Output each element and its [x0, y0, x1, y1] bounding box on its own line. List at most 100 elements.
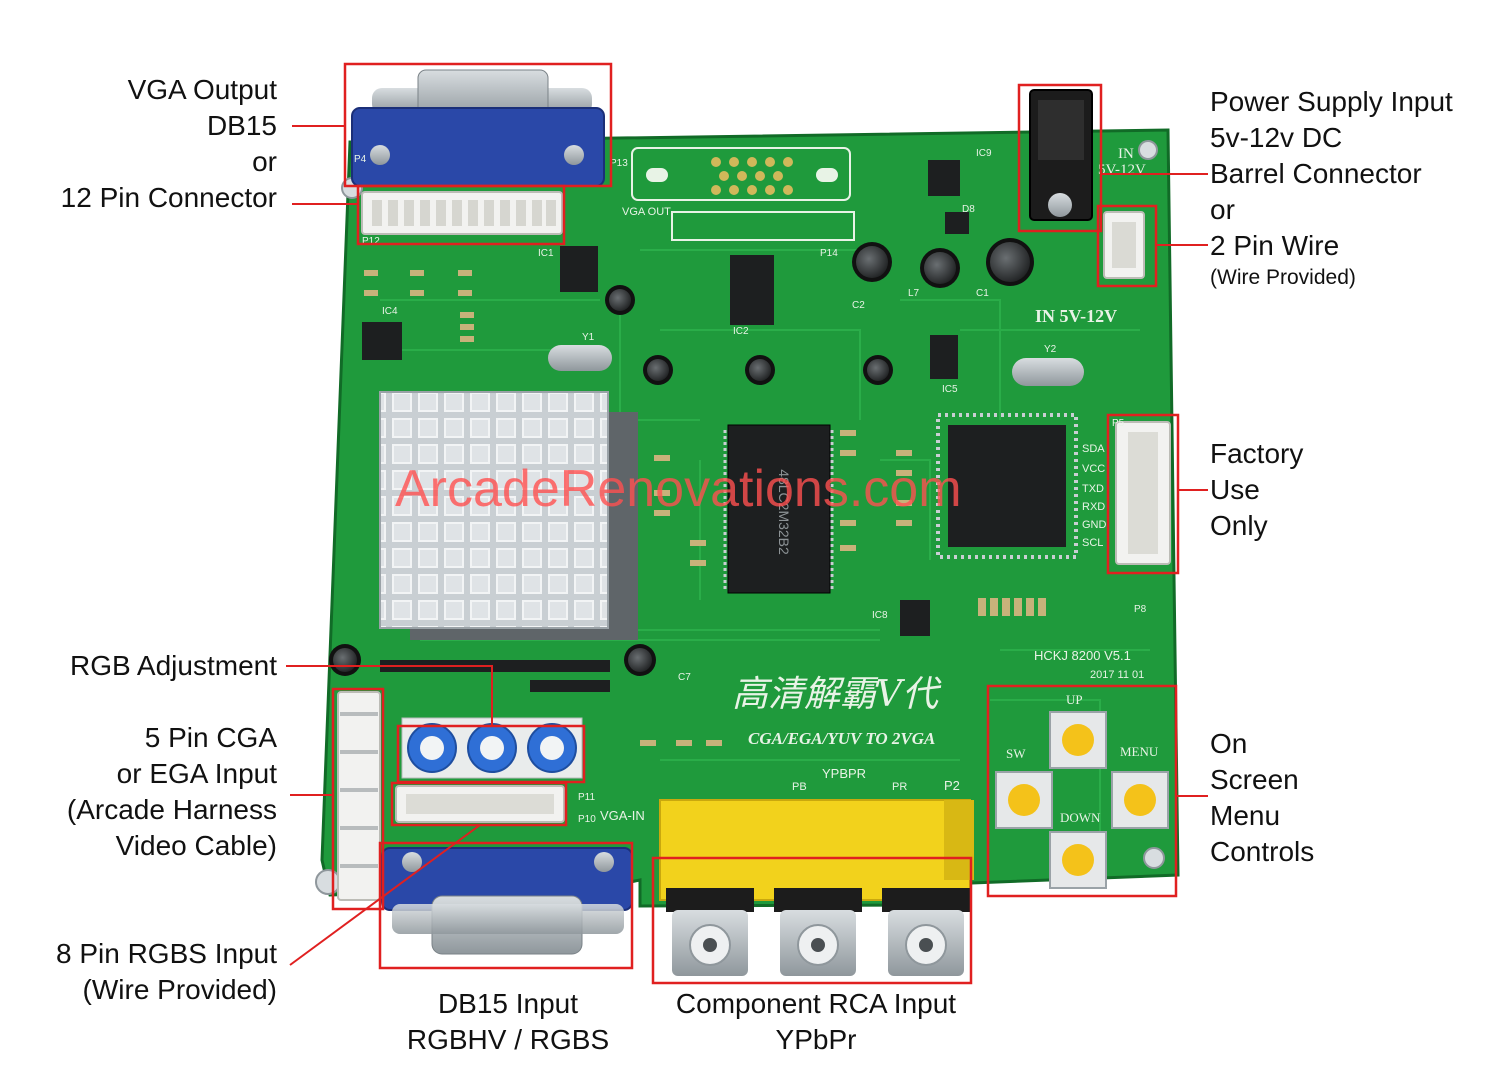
label-power-line5: 2 Pin Wire	[1210, 230, 1340, 261]
watermark: ArcadeRenovations.com	[395, 460, 962, 518]
silk-ic8: IC8	[872, 610, 888, 621]
callout-lines	[286, 125, 1208, 966]
pin-rxd: RXD	[1082, 501, 1105, 513]
callout-boxes	[331, 62, 1180, 985]
label-rgbs-input: 8 Pin RGBS Input (Wire Provided)	[56, 936, 277, 1008]
silk-p5: P5	[1112, 418, 1125, 429]
label-cga-line3: (Arcade Harness	[66, 794, 277, 825]
silk-ic4: IC4	[382, 306, 398, 317]
label-rgbs-line1: 8 Pin RGBS Input	[55, 938, 277, 969]
label-rgb-adjustment-text: RGB Adjustment	[70, 650, 277, 681]
resistor-row	[380, 660, 610, 692]
vga-output-connector	[351, 69, 605, 187]
memory-chip-label: 48LC2M32B2	[776, 469, 792, 555]
label-power-line4: or	[1210, 194, 1235, 225]
label-vga-output-line3: or	[252, 146, 277, 177]
cga-connector	[337, 691, 381, 901]
silk-ic2: IC2	[733, 326, 749, 337]
silk-in-voltage: IN 5V-12V	[1035, 306, 1117, 326]
silk-pb: PB	[792, 781, 807, 793]
label-vga-output-line4: 12 Pin Connector	[60, 182, 277, 213]
label-factory-line1: Factory	[1210, 438, 1304, 469]
label-vga-output-line2: DB15	[206, 110, 277, 141]
silk-btn-down: DOWN	[1060, 810, 1101, 825]
label-osd-line3: Menu	[1210, 800, 1281, 831]
callout-box-cga	[331, 687, 385, 911]
label-power-line3: Barrel Connector	[1210, 158, 1422, 189]
silk-p8: P8	[1134, 604, 1147, 615]
callout-box-osd	[986, 684, 1178, 898]
silk-chinese: 高清解霸V代	[732, 674, 942, 715]
label-rca-line2: YPbPr	[775, 1024, 857, 1055]
callout-box-rca	[651, 856, 973, 985]
label-power-note: (Wire Provided)	[1210, 266, 1356, 289]
silk-vga-in: VGA-IN	[600, 808, 645, 823]
silk-ic9: IC9	[976, 148, 992, 159]
label-power-line2: 5v-12v DC	[1210, 122, 1343, 153]
silk-title: CGA/EGA/YUV TO 2VGA	[748, 729, 935, 748]
factory-pin-labels: SDA VCC TXD RXD GND SCL	[1082, 443, 1107, 549]
silk-y1: Y1	[582, 332, 595, 343]
silk-p4: P4	[354, 154, 367, 165]
label-osd-line4: Controls	[1210, 836, 1315, 867]
label-cga-line1: 5 Pin CGA	[144, 722, 277, 753]
silk-pr: PR	[892, 781, 907, 793]
label-power-supply: Power Supply Input 5v-12v DC Barrel Conn…	[1210, 84, 1453, 292]
osd-buttons	[995, 711, 1169, 889]
label-cga-line4: Video Cable)	[115, 830, 277, 861]
smd-components	[364, 270, 1046, 746]
label-factory: Factory Use Only	[1210, 436, 1303, 544]
silk-p13: P13	[610, 158, 628, 169]
silk-p2: P2	[944, 778, 960, 793]
pin-sda: SDA	[1082, 443, 1105, 455]
callout-box-factory	[1106, 413, 1180, 575]
2-pin-connector	[1103, 211, 1145, 279]
pin-vcc: VCC	[1082, 463, 1105, 475]
label-vga-output: VGA Output DB15 or 12 Pin Connector	[61, 72, 277, 216]
label-osd: On Screen Menu Controls	[1210, 726, 1314, 870]
label-rca-input: Component RCA Input YPbPr	[640, 986, 992, 1058]
pin-gnd: GND	[1082, 519, 1107, 531]
silk-in-top: IN	[1118, 146, 1134, 162]
label-vga-output-line1: VGA Output	[127, 74, 277, 105]
heatsink	[379, 391, 638, 640]
silk-btn-sw: SW	[1006, 746, 1026, 761]
empty-db15-footprint	[631, 147, 855, 241]
silk-model: HCKJ 8200 V5.1	[1034, 648, 1131, 663]
label-cga-line2: or EGA Input	[116, 758, 277, 789]
silk-l7: L7	[908, 288, 920, 299]
silk-c2: C2	[852, 300, 865, 311]
small-ics	[362, 160, 969, 636]
silk-p12: P12	[362, 236, 380, 247]
rgbs-connector	[395, 785, 565, 823]
silk-p11: P11	[578, 792, 595, 803]
silk-in-top2: 5V-12V	[1098, 162, 1146, 178]
label-osd-line1: On	[1210, 728, 1248, 759]
factory-connector	[1115, 421, 1171, 565]
silk-btn-menu: MENU	[1120, 744, 1159, 759]
silk-y2: Y2	[1044, 344, 1057, 355]
label-db15-input: DB15 Input RGBHV / RGBS	[382, 986, 634, 1058]
silk-c1: C1	[976, 288, 989, 299]
silk-date: 2017 11 01	[1090, 669, 1144, 681]
pin-txd: TXD	[1082, 483, 1104, 495]
silk-ypbpr: YPBPR	[822, 766, 866, 781]
mcu-chip	[936, 413, 1078, 559]
callout-box-12-pin	[356, 184, 566, 246]
12-pin-connector	[361, 191, 563, 235]
rca-connector-block	[659, 799, 974, 976]
barrel-jack	[1029, 89, 1093, 221]
crystals	[548, 345, 1084, 386]
label-cga-input: 5 Pin CGA or EGA Input (Arcade Harness V…	[67, 720, 277, 864]
callout-box-db15-in	[378, 841, 634, 970]
silk-ic5: IC5	[942, 384, 958, 395]
callout-box-barrel	[1017, 83, 1103, 233]
silkscreen-text: IN 5V-12V IN 5V-12V VGA OUT HCKJ 8200 V5…	[336, 146, 1159, 825]
pin-scl: SCL	[1082, 537, 1103, 549]
rgb-potentiometers	[401, 717, 583, 779]
label-rca-line1: Component RCA Input	[675, 988, 957, 1019]
label-factory-line2: Use	[1210, 474, 1260, 505]
vga-input-connector	[381, 847, 633, 955]
